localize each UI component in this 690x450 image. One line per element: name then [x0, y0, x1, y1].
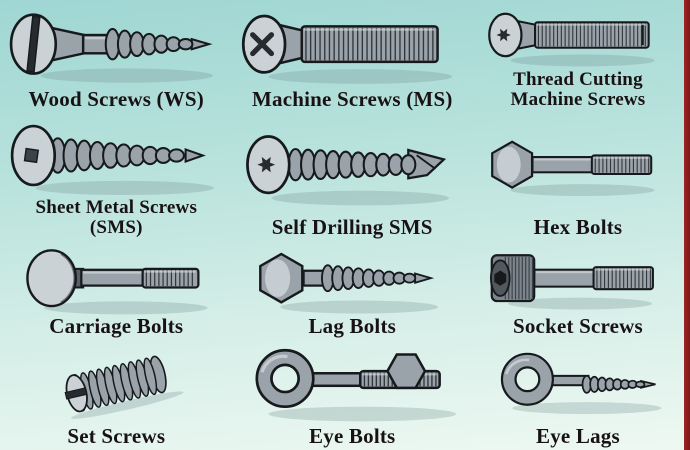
fastener-card-machine-screws: Machine Screws (MS) [233, 0, 472, 113]
sheet-metal-screw-icon [10, 124, 214, 196]
eye-lag-icon [500, 352, 662, 415]
eye-bolt-icon [255, 349, 457, 422]
fastener-label: Socket Screws [512, 314, 643, 339]
sheet-metal-screw-illustration [5, 113, 228, 198]
fastener-card-eye-lags: Eye Lags [472, 340, 684, 450]
self-drilling-screw-illustration [237, 113, 467, 216]
fastener-label: Carriage Bolts [49, 314, 184, 339]
fastener-card-socket-screws: Socket Screws [472, 241, 684, 340]
carriage-bolt-illustration [5, 241, 228, 315]
fastener-card-sheet-metal-screws: Sheet Metal Screws (SMS) [0, 113, 233, 241]
fastener-label: Machine Screws (MS) [251, 87, 453, 112]
hex-bolt-icon [490, 140, 655, 197]
fastener-label: Set Screws [67, 424, 166, 449]
eye-bolt-illustration [237, 340, 467, 425]
right-red-border [684, 0, 690, 450]
fastener-label: Lag Bolts [308, 314, 397, 339]
fastener-label: Eye Bolts [309, 424, 396, 449]
self-drilling-screw-icon [246, 135, 450, 206]
fastener-card-hex-bolts: Hex Bolts [472, 113, 684, 241]
row-2: Sheet Metal Screws (SMS) Self Drilling S… [0, 113, 684, 241]
set-screw-illustration [35, 340, 198, 425]
fastener-card-eye-bolts: Eye Bolts [233, 340, 472, 450]
row-4: Set Screws Eye Bolts Eye Lags [0, 340, 684, 450]
thread-cutting-machine-screw-illustration [485, 0, 672, 70]
fastener-label: Hex Bolts [533, 215, 623, 240]
socket-screw-icon [489, 254, 654, 310]
fastener-card-thread-cutting-machine-screws: Thread Cutting Machine Screws [472, 0, 684, 113]
hex-bolt-illustration [485, 113, 672, 216]
fastener-label: Wood Screws (WS) [28, 87, 205, 112]
fastener-label: Eye Lags [536, 424, 620, 449]
wood-screw-illustration [5, 0, 228, 88]
wood-screw-icon [9, 13, 213, 83]
lag-bolt-icon [259, 252, 439, 314]
lag-bolt-illustration [237, 241, 467, 315]
fastener-card-wood-screws: Wood Screws (WS) [0, 0, 233, 113]
thread-cutting-screw-icon [487, 12, 655, 67]
fastener-label: Self Drilling SMS [271, 215, 433, 240]
machine-screw-illustration [237, 0, 467, 88]
fastener-card-self-drilling-sms: Self Drilling SMS [233, 113, 472, 241]
fastener-label: Thread Cutting Machine Screws [510, 68, 646, 111]
carriage-bolt-icon [25, 249, 208, 315]
machine-screw-icon [242, 14, 453, 84]
eye-lag-illustration [485, 340, 672, 425]
socket-screw-illustration [485, 241, 672, 315]
row-3: Carriage Bolts Lag Bolts Socket Screws [0, 241, 684, 340]
fastener-card-set-screws: Set Screws [0, 340, 233, 450]
set-screw-icon [64, 355, 184, 419]
fastener-card-lag-bolts: Lag Bolts [233, 241, 472, 340]
row-1: Wood Screws (WS) Machine Screws (MS) Thr… [0, 0, 684, 113]
fastener-label: Sheet Metal Screws (SMS) [35, 196, 198, 239]
fastener-card-carriage-bolts: Carriage Bolts [0, 241, 233, 340]
